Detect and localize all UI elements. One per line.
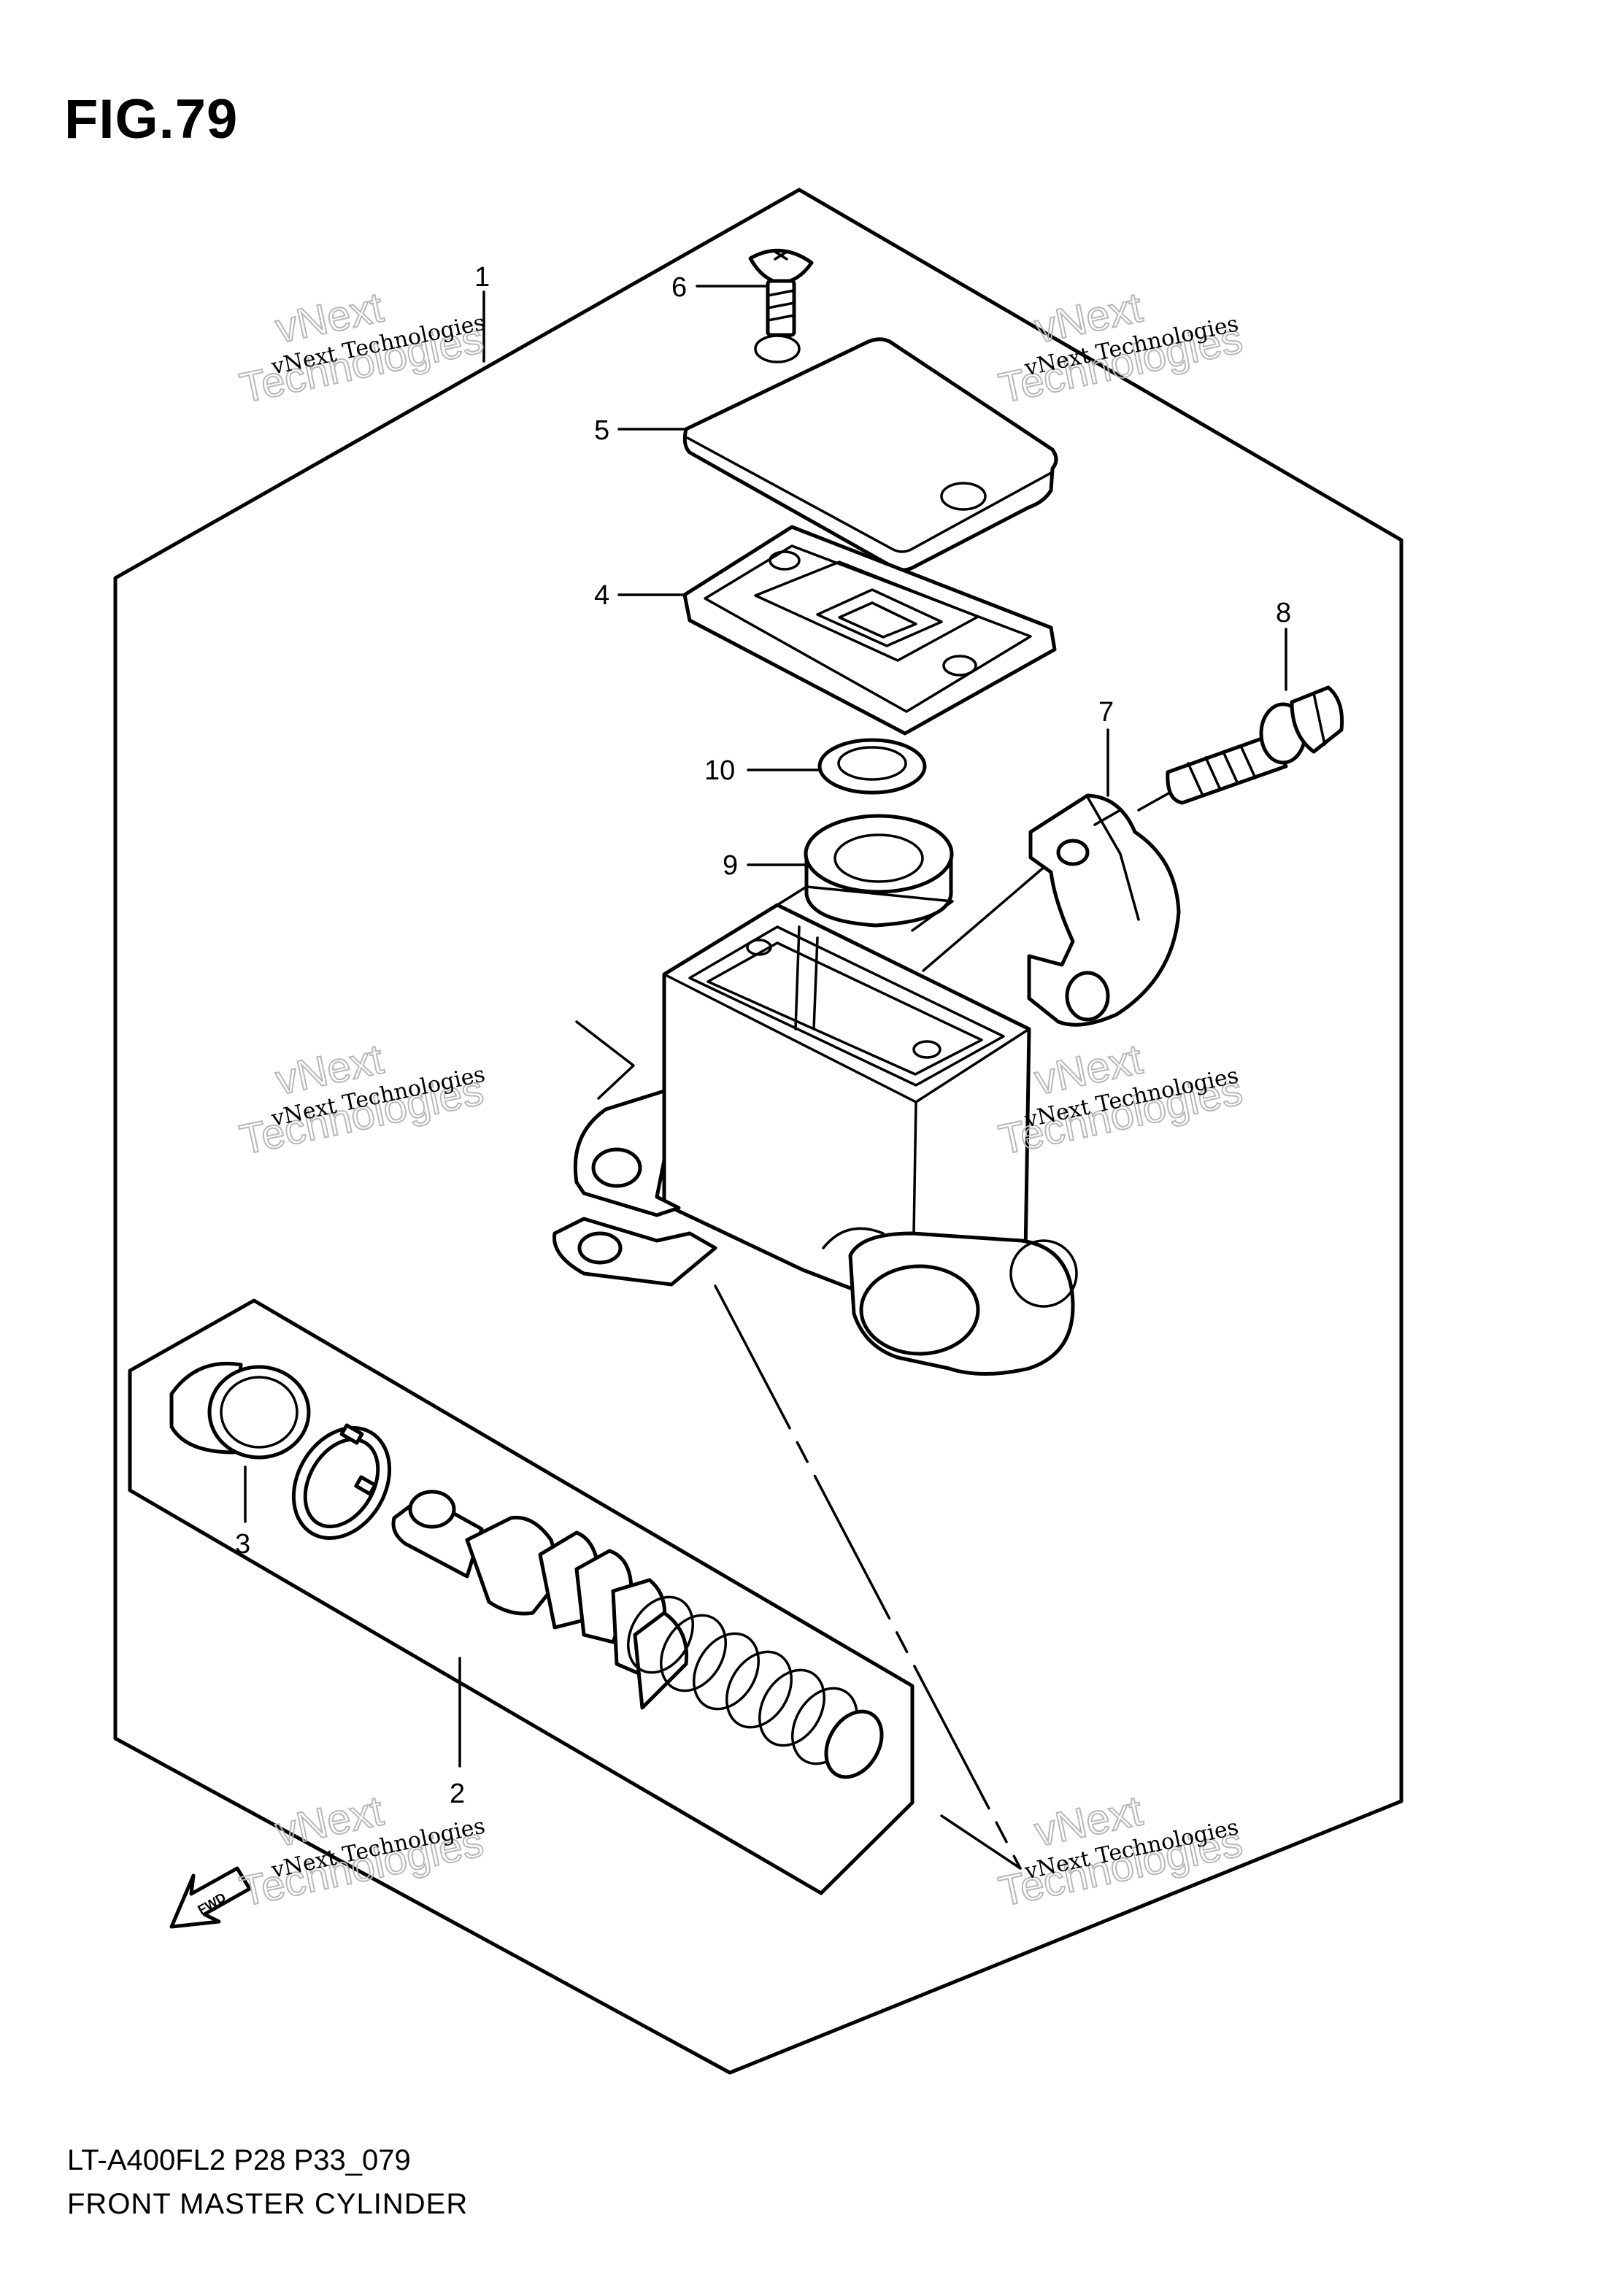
part-7-clamp	[1027, 793, 1181, 1027]
pivot-guide	[575, 1020, 635, 1100]
model-code: LT-A400FL2 P28 P33_079	[67, 2144, 411, 2176]
watermark-mid-left: vNext Technologies vNext Technologies	[235, 1034, 488, 1164]
part-name: FRONT MASTER CYLINDER	[67, 2188, 469, 2220]
callout-3: 3	[235, 1529, 250, 1560]
callouts: 1 2 3 4 5 6 7 8 9 10	[235, 262, 1291, 1809]
callout-4: 4	[594, 580, 609, 611]
piston-kit-boundary	[128, 1298, 915, 1895]
figure-title: FIG.79	[64, 88, 239, 150]
part-9-cup	[804, 814, 954, 928]
callout-2: 2	[450, 1779, 465, 1809]
callout-1: 1	[474, 262, 490, 293]
spring	[627, 1595, 884, 1779]
callout-5: 5	[594, 415, 609, 446]
callout-7: 7	[1098, 697, 1114, 728]
clamp-guide-line	[922, 860, 1052, 972]
part-6-screw	[748, 248, 814, 337]
callout-6: 6	[671, 272, 687, 303]
callout-10: 10	[704, 755, 735, 786]
assembly-guide-line-2	[940, 1814, 1022, 1870]
callout-9: 9	[723, 850, 738, 881]
callout-8: 8	[1276, 598, 1291, 628]
piston-assembly	[391, 1490, 689, 1710]
watermark-top-left: vNext Technologies vNext Technologies	[235, 282, 488, 412]
master-cylinder-body	[552, 885, 1078, 1376]
assembly-boundary	[113, 188, 1404, 2075]
part-4-diaphragm	[682, 525, 1057, 736]
circlip	[291, 1423, 392, 1540]
part-10-washer	[817, 738, 927, 795]
assembly-guide-line	[714, 1284, 1022, 1870]
part-8-bolt	[1166, 685, 1344, 805]
part-5-reservoir-cap	[682, 334, 1058, 572]
part-3-boot	[169, 1361, 311, 1460]
watermark-mid-right: vNext Technologies vNext Technologies	[994, 1034, 1247, 1164]
watermark-top-right: vNext Technologies vNext Technologies	[994, 282, 1247, 412]
watermark-bottom-right: vNext Technologies vNext Technologies	[994, 1786, 1247, 1916]
